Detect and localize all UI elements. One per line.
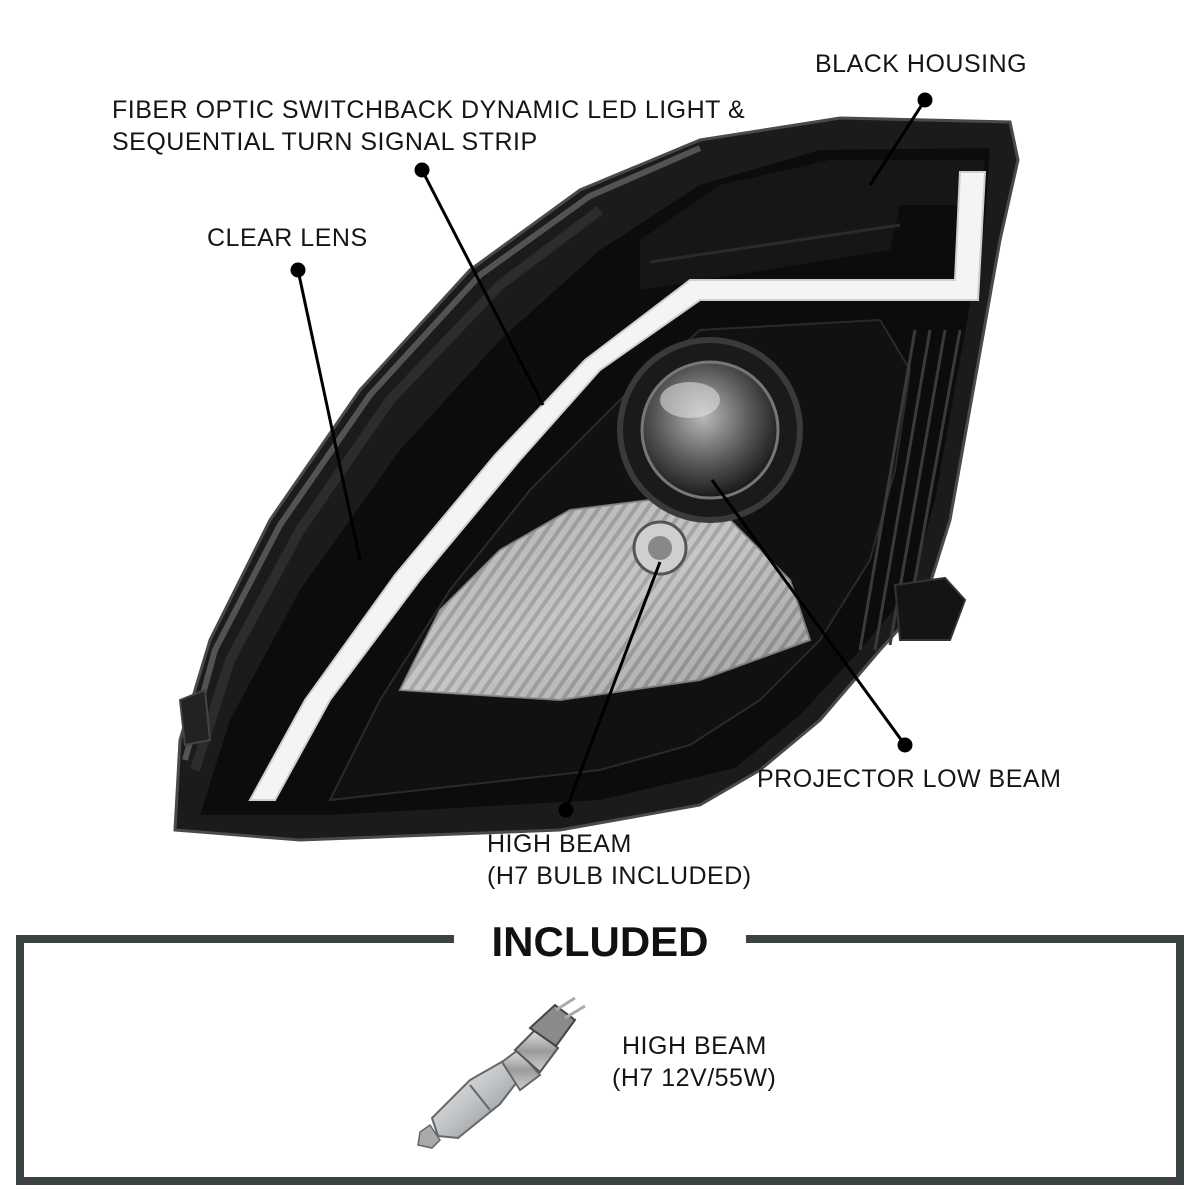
included-frame-top-left [16,935,454,943]
h7-bulb-icon [417,996,586,1149]
label-fiber-optic-line1: FIBER OPTIC SWITCHBACK DYNAMIC LED LIGHT… [112,96,746,124]
label-black-housing: BLACK HOUSING [815,50,1028,78]
label-fiber-optic-line2: SEQUENTIAL TURN SIGNAL STRIP [112,128,538,156]
led-strip [248,171,987,801]
included-item-line2: (H7 12V/55W) [612,1064,777,1092]
included-title: INCLUDED [491,918,709,965]
included-frame-top-right [746,935,1184,943]
included-item-line1: HIGH BEAM [622,1032,767,1060]
label-high-beam-line1: HIGH BEAM [487,830,632,858]
label-clear-lens: CLEAR LENS [207,224,368,252]
included-frame-bottom [16,1177,1184,1185]
label-high-beam-line2: (H7 BULB INCLUDED) [487,862,752,890]
included-frame-left [16,935,24,1185]
included-frame-right [1176,935,1184,1185]
mounting-tab [893,576,967,641]
label-projector-low-beam: PROJECTOR LOW BEAM [757,765,1062,793]
lens-edge-highlight [182,145,702,761]
callout-leaders [290,92,933,818]
